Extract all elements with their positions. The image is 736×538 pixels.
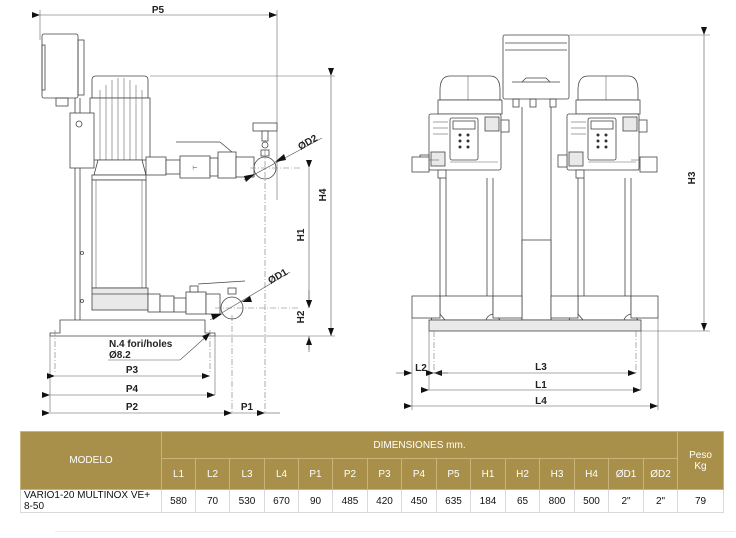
table-cell: 635	[436, 489, 471, 513]
table-row: VARIO1-20 MULTINOX VE+ 8-50 580 70 530 6…	[20, 489, 724, 513]
column-header: P4	[401, 458, 437, 490]
table-cell: 800	[539, 489, 575, 513]
column-header: P3	[367, 458, 402, 490]
holes-note-line2: Ø8.2	[109, 350, 131, 361]
front-view: H3 L2 L3 L1 L4	[396, 27, 710, 410]
table-cell: 70	[195, 489, 230, 513]
p2-label: P2	[126, 402, 139, 413]
dimensions-group-header: DIMENSIONES mm.	[161, 431, 678, 459]
divider	[55, 531, 735, 532]
column-header: P1	[298, 458, 333, 490]
base-front	[428, 319, 642, 332]
column-header: L2	[195, 458, 230, 490]
h1-label: H1	[296, 228, 307, 241]
side-view: P5	[32, 5, 335, 416]
column-header: L4	[264, 458, 299, 490]
d2-label: ØD2	[296, 133, 320, 153]
motor-side	[69, 75, 151, 181]
p3-label: P3	[126, 365, 139, 376]
p4-label: P4	[126, 384, 139, 395]
table-cell: 500	[574, 489, 609, 513]
column-header: P2	[332, 458, 368, 490]
control-box-side	[41, 33, 85, 107]
column-header: H2	[505, 458, 540, 490]
column-header: H1	[470, 458, 506, 490]
svg-text:⊢: ⊢	[192, 165, 197, 172]
model-header: MODELO	[20, 431, 162, 490]
p1-label: P1	[241, 402, 254, 413]
column-header: ØD2	[643, 458, 678, 490]
table-cell: 420	[367, 489, 402, 513]
weight-header: Peso Kg	[677, 431, 724, 490]
column-header: P5	[436, 458, 471, 490]
h3-label: H3	[687, 171, 698, 184]
discharge-valve-side: ⊢	[145, 141, 255, 179]
weight-header-line1: Peso	[689, 449, 712, 461]
holes-note-line1: N.4 fori/holes	[109, 339, 173, 350]
table-cell: 65	[505, 489, 540, 513]
column-header: ØD1	[608, 458, 644, 490]
d1-label: ØD1	[266, 267, 290, 287]
table-cell: 530	[229, 489, 265, 513]
p5-label: P5	[152, 5, 165, 16]
table-cell: 485	[332, 489, 368, 513]
dimensions-table: MODELO DIMENSIONES mm. Peso Kg L1 L2 L3 …	[20, 431, 724, 513]
l1-label: L1	[535, 380, 547, 391]
weight-cell: 79	[677, 489, 724, 513]
h4-label: H4	[318, 188, 329, 201]
l4-label: L4	[535, 396, 547, 407]
column-header: H4	[574, 458, 609, 490]
pump-left-front	[419, 75, 510, 321]
table-cell: 2"	[608, 489, 644, 513]
base-side	[49, 319, 216, 337]
table-cell: 90	[298, 489, 333, 513]
table-cell: 450	[401, 489, 437, 513]
table-cell: 184	[470, 489, 506, 513]
column-header: L3	[229, 458, 265, 490]
column-header: L1	[161, 458, 196, 490]
control-box-front	[502, 34, 570, 108]
weight-header-line2: Kg	[694, 460, 707, 472]
technical-drawing: P5	[32, 5, 710, 416]
pump-right-front	[557, 75, 648, 321]
table-cell: 580	[161, 489, 196, 513]
table-cell: 670	[264, 489, 299, 513]
pump-body-side	[91, 179, 147, 289]
l3-label: L3	[535, 362, 547, 373]
model-cell: VARIO1-20 MULTINOX VE+ 8-50	[20, 489, 162, 513]
column-header: H3	[539, 458, 575, 490]
column-header-row: L1 L2 L3 L4 P1 P2 P3 P4 P5 H1 H2 H3 H4 Ø…	[21, 458, 724, 490]
l2-label: L2	[415, 363, 427, 374]
h2-label: H2	[296, 310, 307, 323]
table-cell: 2"	[643, 489, 678, 513]
